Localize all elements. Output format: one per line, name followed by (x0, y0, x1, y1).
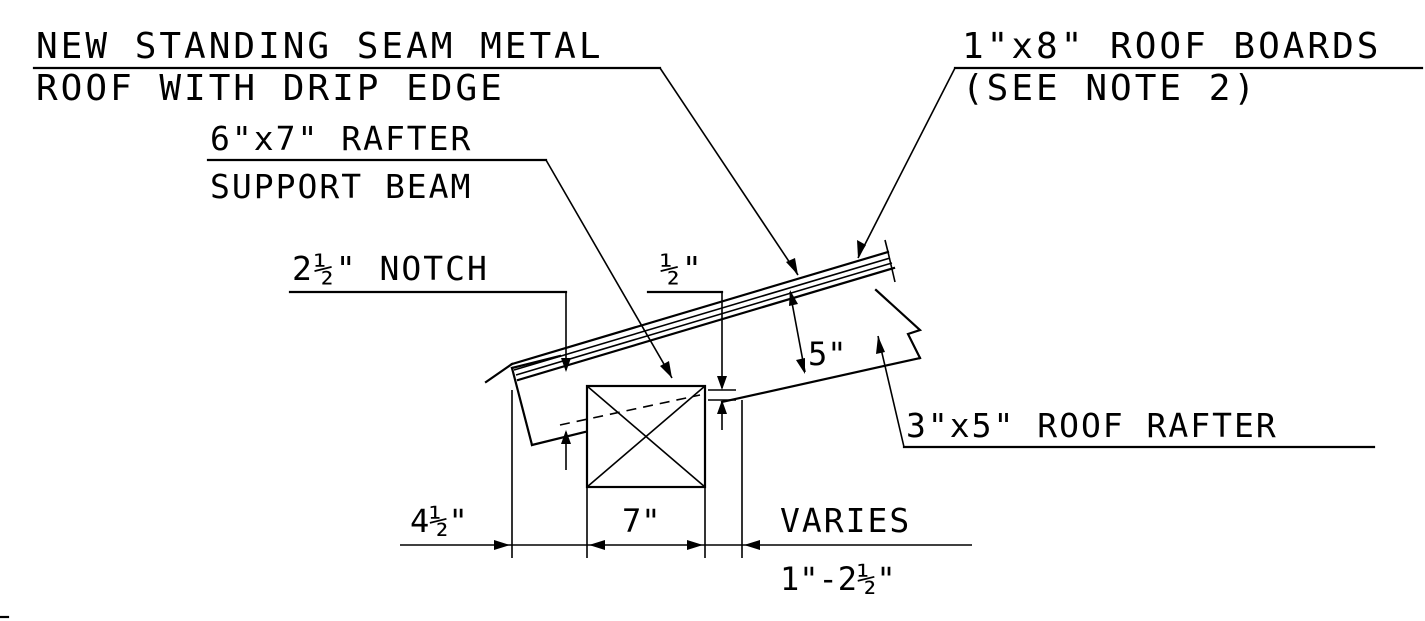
rafter-top-left (510, 354, 562, 370)
roof-boards-callout-line1: 1"x8" ROOF BOARDS (962, 26, 1381, 67)
metal-roof-callout-line2: ROOF WITH DRIP EDGE (36, 68, 505, 109)
roof-boards-leader (857, 67, 956, 259)
roof-boards-leader-arrow (857, 240, 866, 258)
drip-edge (484, 362, 514, 384)
metal-roof-line-top (510, 250, 890, 366)
support-beam-leader (545, 159, 673, 379)
support-beam-callout-line1: 6"x7" RAFTER (210, 119, 472, 158)
left-offset-label: 4½" (410, 502, 468, 540)
rafter-bottom-right (720, 356, 922, 404)
varies-range-label: 1"-2½" (780, 560, 896, 598)
rafter-bottom-left (530, 430, 587, 447)
roof-rafter-leader-arrow (876, 336, 885, 354)
support-beam-callout-line2: SUPPORT BEAM (210, 167, 472, 206)
beam-section (585, 384, 707, 489)
rafter-break-line (874, 288, 923, 360)
beam-width-label: 7" (622, 502, 661, 540)
roof-rafter-leader (877, 335, 905, 448)
metal-roof-leader-arrow (786, 258, 798, 275)
rafter-hidden-line (559, 394, 701, 426)
roof-assembly (484, 239, 923, 447)
roof-boards-callout-line2: (SEE NOTE 2) (962, 68, 1258, 109)
rafter-left-end (510, 366, 534, 447)
half-inch-dimension: ½" (660, 249, 704, 288)
metal-roof-callout-line1: NEW STANDING SEAM METAL (36, 26, 604, 67)
support-beam (585, 384, 707, 489)
varies-label: VARIES (780, 501, 911, 540)
metal-roof-leader (659, 67, 799, 276)
roof-rafter-callout: 3"x5" ROOF RAFTER (906, 406, 1278, 445)
rafter-depth-label: 5" (808, 335, 847, 373)
support-beam-leader-arrow (660, 361, 672, 378)
notch-callout: 2½" NOTCH (292, 249, 489, 288)
roof-boards-line (516, 266, 896, 382)
